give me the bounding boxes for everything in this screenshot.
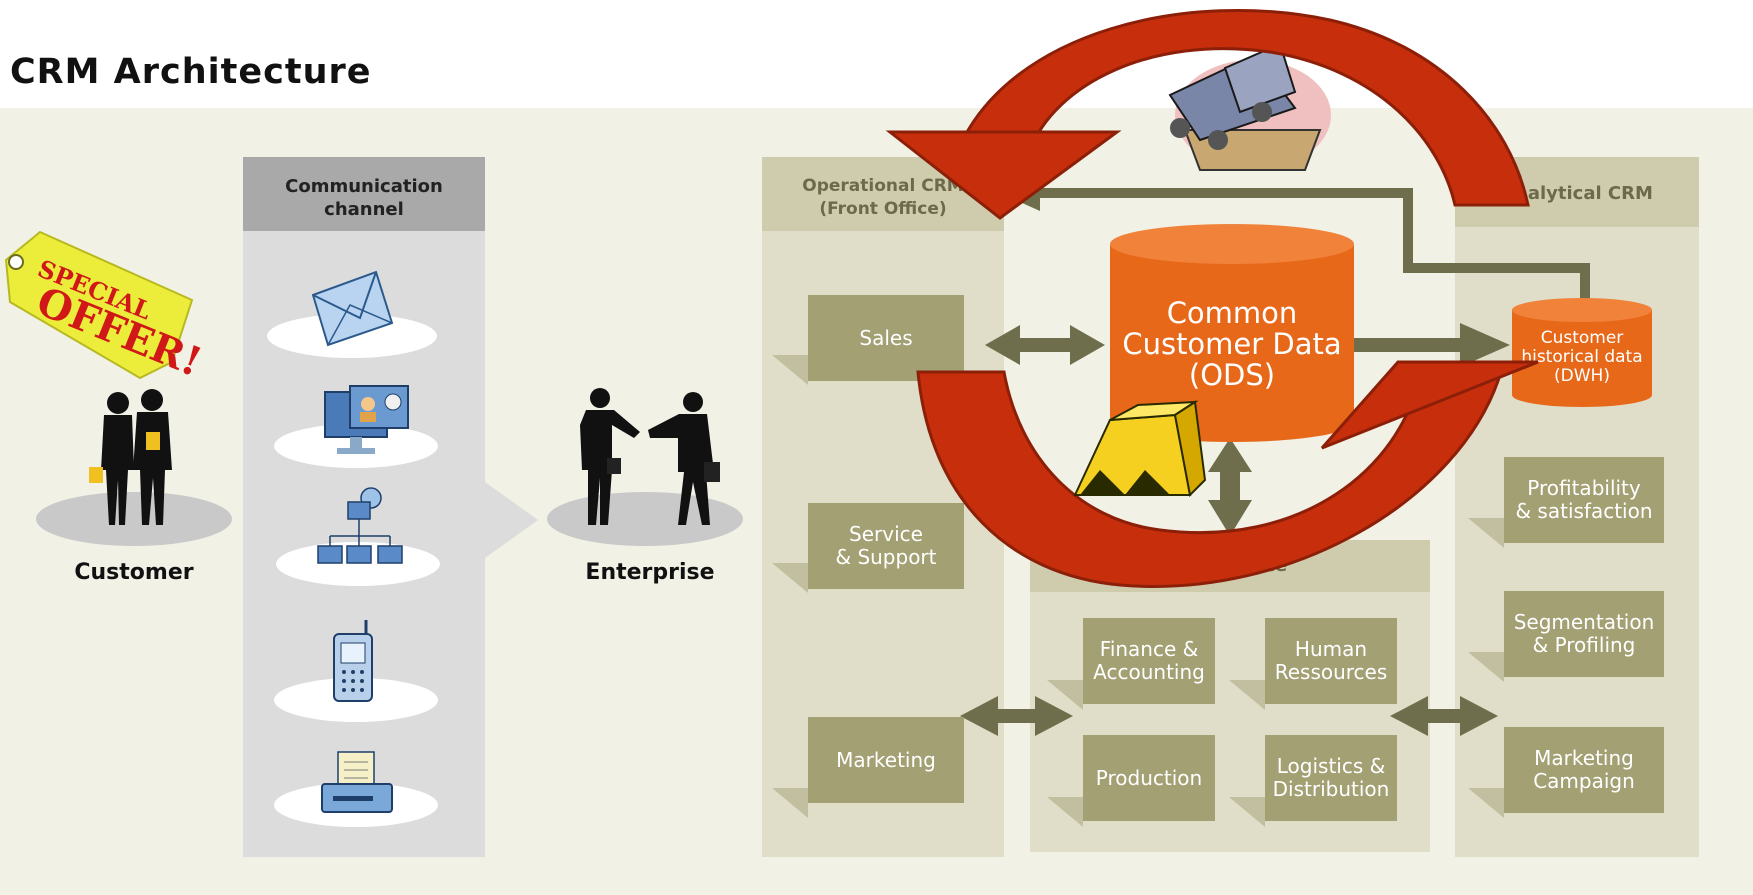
segmentation-box: Segmentation& Profiling bbox=[1504, 591, 1664, 677]
sales-box: Sales bbox=[808, 295, 964, 381]
network-icon bbox=[317, 487, 403, 564]
marketing-line1: Marketing bbox=[836, 747, 936, 772]
connector-arrows bbox=[960, 323, 1510, 736]
service-support-box: Service& Support bbox=[808, 503, 964, 589]
special-offer-tag: SPECIAL OFFER! bbox=[4, 230, 208, 386]
communication-heading-line1: Communication bbox=[285, 176, 443, 197]
dwh-cylinder bbox=[1512, 298, 1652, 407]
finance-line1: Finance & bbox=[1099, 637, 1199, 661]
finance-line2: Accounting bbox=[1093, 660, 1205, 684]
communication-heading: Communication channel bbox=[243, 175, 485, 221]
campaign-line1: Marketing bbox=[1534, 746, 1634, 770]
analytical-heading: Analytical CRM bbox=[1501, 183, 1653, 204]
segmentation-line1: Segmentation bbox=[1513, 610, 1655, 634]
profitability-line2: & satisfaction bbox=[1515, 499, 1653, 523]
segmentation-line2: & Profiling bbox=[1532, 633, 1636, 657]
envelope-icon bbox=[311, 270, 394, 347]
operational-heading-line1: Operational CRM bbox=[802, 176, 964, 196]
ods-line3: (ODS) bbox=[1188, 358, 1276, 392]
dwh-line1: Customer bbox=[1540, 328, 1624, 348]
operational-heading: Operational CRM (Front Office) bbox=[762, 175, 1004, 221]
ods-line1: Common bbox=[1166, 296, 1298, 330]
campaign-line2: Campaign bbox=[1533, 769, 1635, 793]
people-icon bbox=[89, 389, 172, 525]
profitability-box: Profitability& satisfaction bbox=[1504, 457, 1664, 543]
logistics-line2: Distribution bbox=[1272, 777, 1390, 801]
gold-bars-icon bbox=[1073, 400, 1207, 498]
box-shadows bbox=[772, 355, 1504, 827]
logistics-distribution-box: Logistics &Distribution bbox=[1265, 735, 1397, 821]
dwh-line3: (DWH) bbox=[1554, 366, 1610, 386]
handshake-icon bbox=[580, 388, 720, 525]
cycle-arrows-icon bbox=[885, 9, 1539, 588]
dwh-line2: historical data bbox=[1521, 347, 1643, 367]
service-line1: Service bbox=[849, 522, 923, 546]
operational-heading-line2: (Front Office) bbox=[819, 199, 947, 219]
hr-line2: Ressources bbox=[1274, 660, 1388, 684]
communication-heading-line2: channel bbox=[324, 199, 404, 220]
computer-contact-icon bbox=[324, 385, 409, 454]
service-line2: & Support bbox=[835, 545, 937, 569]
production-box: Production bbox=[1083, 735, 1215, 821]
finance-accounting-box: Finance &Accounting bbox=[1083, 618, 1215, 704]
ods-line2: Customer Data bbox=[1122, 327, 1342, 361]
ods-label: Common Customer Data (ODS) bbox=[1110, 298, 1354, 391]
hr-line1: Human bbox=[1294, 637, 1368, 661]
feedback-line bbox=[1035, 188, 1590, 305]
channel-chevron bbox=[485, 482, 538, 558]
mobile-phone-icon bbox=[333, 620, 373, 702]
customer-label: Customer bbox=[74, 560, 194, 585]
profitability-line1: Profitability bbox=[1527, 476, 1641, 500]
page-title: CRM Architecture bbox=[10, 52, 372, 92]
production-line1: Production bbox=[1095, 765, 1203, 790]
sales-line1: Sales bbox=[859, 325, 913, 350]
fax-icon bbox=[321, 751, 393, 813]
mine-cart-icon bbox=[1168, 42, 1331, 171]
logistics-line1: Logistics & bbox=[1276, 754, 1386, 778]
marketing-box: Marketing bbox=[808, 717, 964, 803]
dwh-label: Customer historical data (DWH) bbox=[1506, 329, 1658, 386]
enterprise-label: Enterprise bbox=[585, 560, 715, 585]
customer-ellipse bbox=[36, 492, 232, 546]
communication-header bbox=[243, 157, 485, 231]
